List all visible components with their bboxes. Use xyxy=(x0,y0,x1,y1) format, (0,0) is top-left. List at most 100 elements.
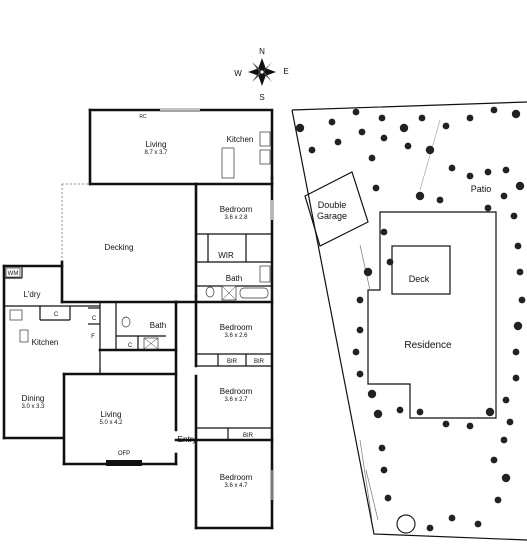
tree-icon xyxy=(358,128,366,136)
bedroom3-dims: 3.6 x 2.7 xyxy=(224,397,248,403)
floor-plan-walls xyxy=(2,108,274,530)
bir-label-1: BIR xyxy=(227,359,238,365)
deck-label: Deck xyxy=(409,274,430,284)
tree-icon xyxy=(367,389,377,399)
tree-icon xyxy=(514,242,522,250)
site-trees xyxy=(295,106,526,534)
tree-icon xyxy=(399,123,409,133)
compass-north-label: N xyxy=(259,47,265,56)
bedroom3-label: Bedroom xyxy=(220,387,253,396)
tree-icon xyxy=(442,420,450,428)
living-bottom-dims: 5.0 x 4.2 xyxy=(99,420,123,426)
tree-icon xyxy=(448,514,456,522)
tree-icon xyxy=(516,268,524,276)
tree-icon xyxy=(518,296,526,304)
large-tree-icon xyxy=(396,514,416,534)
bir-label-2: BIR xyxy=(254,359,265,365)
bedroom4-dims: 3.6 x 4.7 xyxy=(224,483,248,489)
kitchen-left-label: Kitchen xyxy=(32,338,59,347)
tree-icon xyxy=(356,326,364,334)
dining-dims: 3.0 x 3.3 xyxy=(21,404,45,410)
tree-icon xyxy=(484,204,492,212)
tree-icon xyxy=(448,164,456,172)
wir-label: WIR xyxy=(218,251,234,260)
tree-icon xyxy=(436,196,444,204)
bath-right-fixtures xyxy=(205,265,271,301)
tree-icon xyxy=(500,436,508,444)
double-garage-label-2: Garage xyxy=(317,211,347,221)
tree-icon xyxy=(373,409,383,419)
tree-icon xyxy=(502,396,510,404)
tree-icon xyxy=(378,444,386,452)
living-bottom-label: Living xyxy=(101,410,122,419)
tree-icon xyxy=(415,191,425,201)
tree-icon xyxy=(490,456,498,464)
residence-outline xyxy=(367,211,497,419)
fireplace-icon xyxy=(106,460,142,466)
bath-center-fixtures xyxy=(121,316,159,350)
compass-rose-icon xyxy=(248,58,276,86)
laundry-label: L'dry xyxy=(23,290,40,299)
cupboard-label-3: C xyxy=(128,343,133,349)
tree-icon xyxy=(352,348,360,356)
tree-icon xyxy=(380,134,388,142)
tree-icon xyxy=(511,109,521,119)
tree-icon xyxy=(474,520,482,528)
tree-icon xyxy=(396,406,404,414)
bedroom2-dims: 3.6 x 2.6 xyxy=(224,333,248,339)
tree-icon xyxy=(426,524,434,532)
tree-icon xyxy=(416,408,424,416)
bir-label-3: BIR xyxy=(243,433,254,439)
tree-icon xyxy=(502,166,510,174)
tree-icon xyxy=(485,407,495,417)
tree-icon xyxy=(490,106,498,114)
bedroom2-label: Bedroom xyxy=(220,323,253,332)
compass-west-label: W xyxy=(234,69,242,78)
kitchen-top-label: Kitchen xyxy=(227,135,254,144)
tree-icon xyxy=(466,172,474,180)
cupboard-label-2: C xyxy=(92,316,97,322)
compass-south-label: S xyxy=(259,93,264,102)
kitchen-left-fixtures xyxy=(9,309,29,343)
tree-icon xyxy=(352,108,360,116)
tree-icon xyxy=(425,145,435,155)
tree-icon xyxy=(404,142,412,150)
bedroom1-dims: 3.6 x 2.8 xyxy=(224,215,248,221)
tree-icon xyxy=(356,296,364,304)
tree-icon xyxy=(466,114,474,122)
tree-icon xyxy=(494,496,502,504)
tree-icon xyxy=(384,494,392,502)
tree-icon xyxy=(418,114,426,122)
tree-icon xyxy=(363,267,373,277)
tree-icon xyxy=(515,181,525,191)
tree-icon xyxy=(295,123,305,133)
fridge-label: F xyxy=(91,334,95,340)
double-garage-label-1: Double xyxy=(318,200,347,210)
living-top-label: Living xyxy=(146,140,167,149)
tree-icon xyxy=(380,466,388,474)
tree-icon xyxy=(501,473,511,483)
tree-icon xyxy=(308,146,316,154)
bath-right-label: Bath xyxy=(226,274,242,283)
wm-box xyxy=(5,267,21,278)
tree-icon xyxy=(442,122,450,130)
garage-outline xyxy=(304,171,369,247)
tree-icon xyxy=(386,258,394,266)
compass-east-label: E xyxy=(283,67,288,76)
tree-icon xyxy=(334,138,342,146)
tree-icon xyxy=(484,168,492,176)
tree-icon xyxy=(356,370,364,378)
tree-icon xyxy=(378,114,386,122)
living-top-dims: 8.7 x 3.7 xyxy=(144,150,168,156)
tree-icon xyxy=(466,422,474,430)
patio-label: Patio xyxy=(471,184,492,194)
tree-icon xyxy=(380,228,388,236)
driveway-lines xyxy=(359,119,441,521)
rc-label: RC xyxy=(139,114,147,120)
tree-icon xyxy=(500,192,508,200)
cupboard-label-1: C xyxy=(54,312,59,318)
tree-icon xyxy=(372,184,380,192)
bedroom1-label: Bedroom xyxy=(220,205,253,214)
bedroom4-label: Bedroom xyxy=(220,473,253,482)
